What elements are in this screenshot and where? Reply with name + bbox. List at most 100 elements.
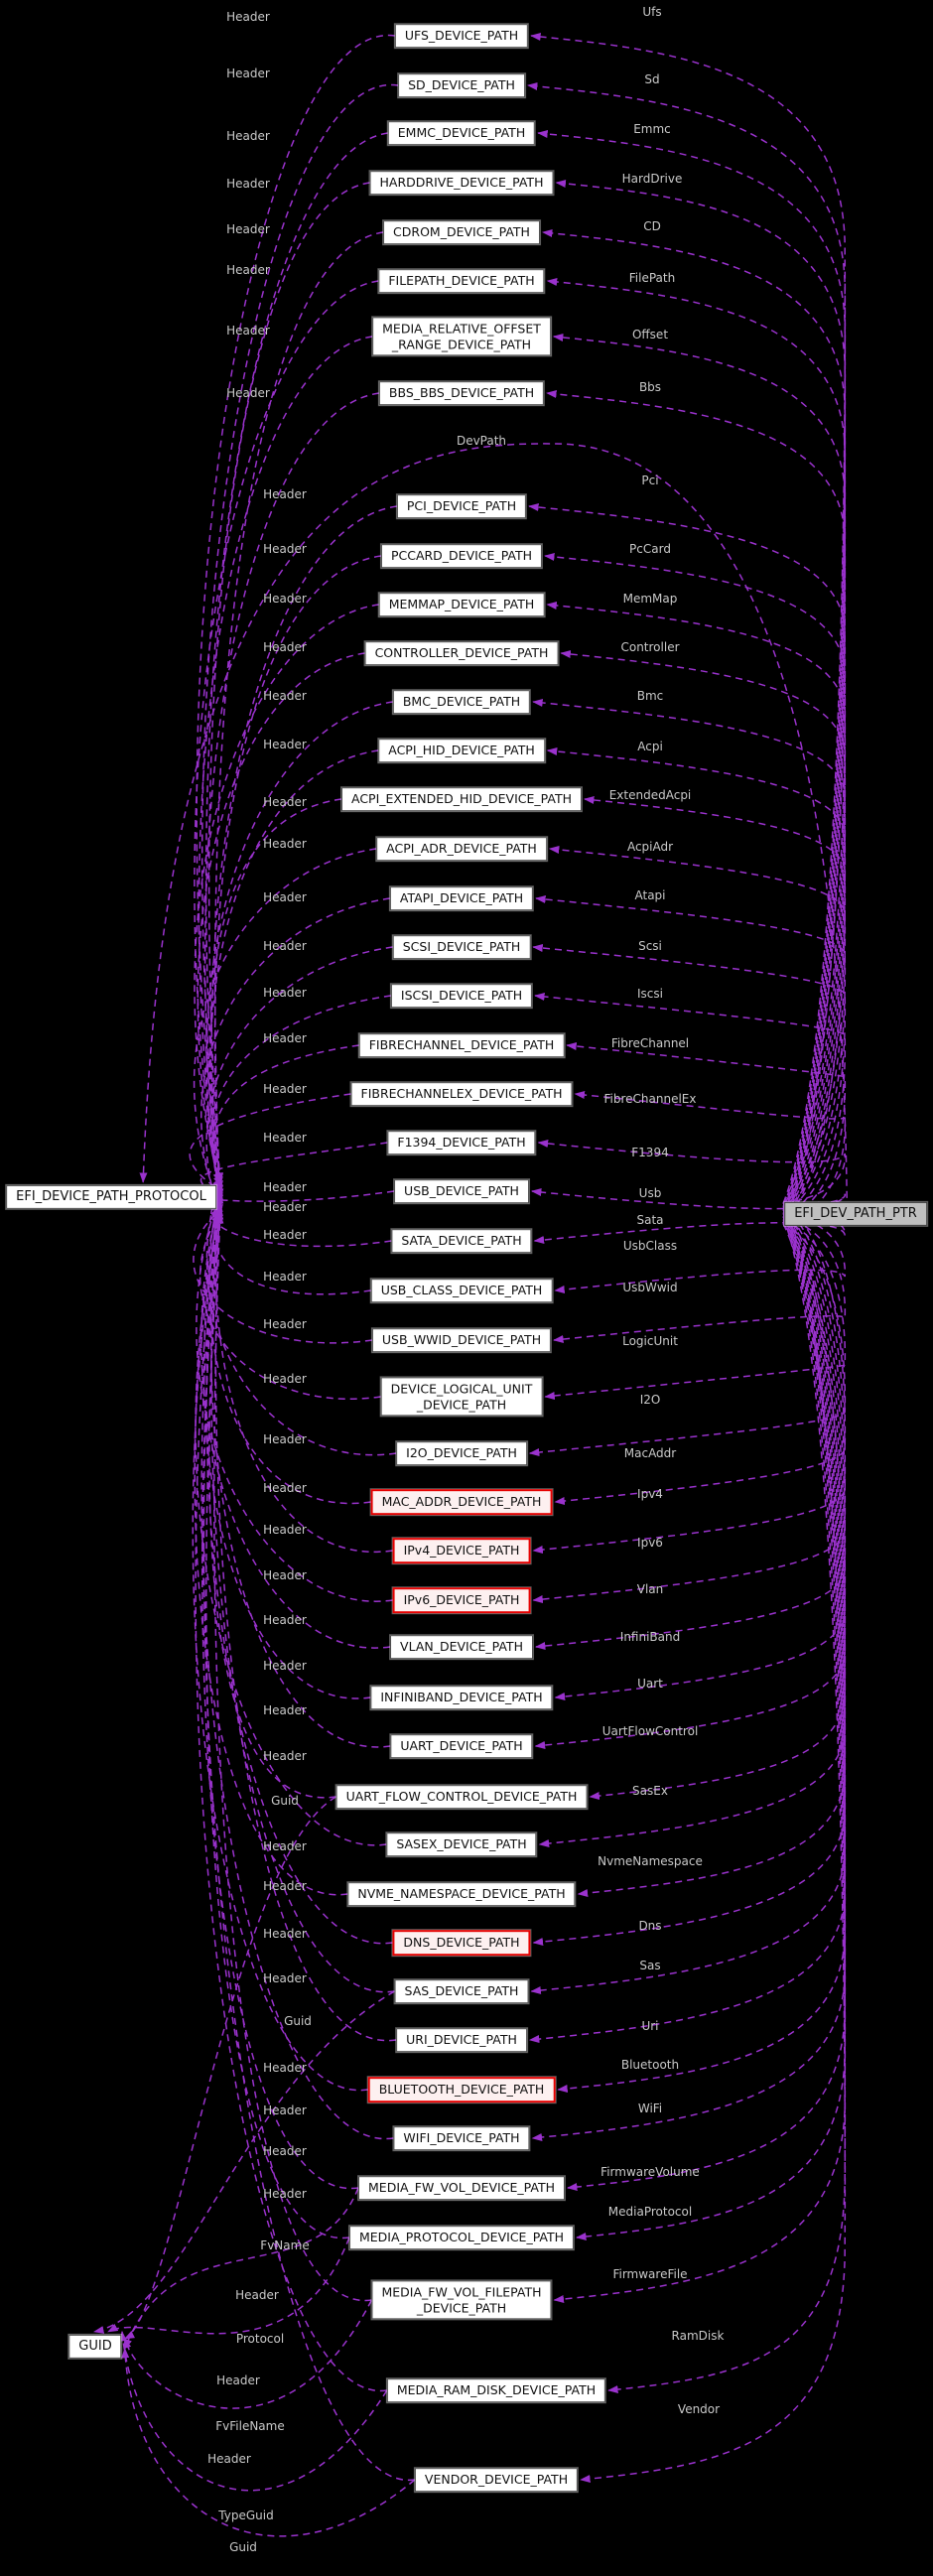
edge-label-fibrechannelex: FibreChannelEx xyxy=(603,1092,697,1106)
edge-label-header: Header xyxy=(226,10,270,24)
node-media-relative-offset-range-device-path[interactable]: MEDIA_RELATIVE_OFFSET _RANGE_DEVICE_PATH xyxy=(372,317,551,356)
edge xyxy=(546,389,847,1204)
edge xyxy=(209,1205,391,1748)
node-acpi-hid-device-path[interactable]: ACPI_HID_DEVICE_PATH xyxy=(378,739,545,762)
node-usb-device-path[interactable]: USB_DEVICE_PATH xyxy=(394,1179,529,1203)
node-ipv6-device-path[interactable]: IPv6_DEVICE_PATH xyxy=(392,1587,531,1613)
node-usb-class-device-path[interactable]: USB_CLASS_DEVICE_PATH xyxy=(370,1279,553,1302)
node-usb-wwid-device-path[interactable]: USB_WWID_DEVICE_PATH xyxy=(371,1328,552,1352)
node-media-ram-disk-device-path[interactable]: MEDIA_RAM_DISK_DEVICE_PATH xyxy=(386,2378,606,2402)
node-memmap-device-path[interactable]: MEMMAP_DEVICE_PATH xyxy=(378,593,545,616)
node-uart-flow-control-device-path[interactable]: UART_FLOW_CONTROL_DEVICE_PATH xyxy=(335,1785,588,1809)
node-device-logical-unit-device-path[interactable]: DEVICE_LOGICAL_UNIT _DEVICE_PATH xyxy=(380,1377,543,1417)
edge-label-sata: Sata xyxy=(636,1213,664,1227)
edge xyxy=(201,1205,359,2190)
edge xyxy=(210,995,391,1183)
edge-label-header: Header xyxy=(226,324,270,338)
node-wifi-device-path[interactable]: WIFI_DEVICE_PATH xyxy=(393,2126,530,2150)
node-harddrive-device-path[interactable]: HARDDRIVE_DEVICE_PATH xyxy=(369,171,554,195)
node-cdrom-device-path[interactable]: CDROM_DEVICE_PATH xyxy=(383,220,540,244)
node-vlan-device-path[interactable]: VLAN_DEVICE_PATH xyxy=(390,1635,533,1659)
edge-label-sas: Sas xyxy=(639,1959,661,1972)
edge-label-nvmenamespace: NvmeNamespace xyxy=(598,1854,703,1868)
edge xyxy=(554,1212,847,1294)
edge-label-header: Header xyxy=(263,1200,307,1214)
node-sas-device-path[interactable]: SAS_DEVICE_PATH xyxy=(394,1979,529,2003)
node-pccard-device-path[interactable]: PCCARD_DEVICE_PATH xyxy=(380,544,543,568)
edge xyxy=(589,1223,847,1801)
node-mac-addr-device-path[interactable]: MAC_ADDR_DEVICE_PATH xyxy=(370,1489,553,1515)
edge xyxy=(200,1201,394,2140)
edge-label-header: Header xyxy=(263,1082,307,1096)
node-sasex-device-path[interactable]: SASEX_DEVICE_PATH xyxy=(386,1832,537,1856)
node-media-fw-vol-device-path[interactable]: MEDIA_FW_VOL_DEVICE_PATH xyxy=(358,2176,565,2200)
node-media-protocol-device-path[interactable]: MEDIA_PROTOCOL_DEVICE_PATH xyxy=(348,2226,575,2249)
edge xyxy=(530,32,847,1204)
edge-label-acpi: Acpi xyxy=(637,740,663,753)
node-efi-dev-path-ptr[interactable]: EFI_DEV_PATH_PTR xyxy=(784,1201,927,1227)
node-bbs-bbs-device-path[interactable]: BBS_BBS_DEVICE_PATH xyxy=(378,381,545,405)
node-pci-device-path[interactable]: PCI_DEVICE_PATH xyxy=(396,494,527,518)
edge-label-header: Header xyxy=(263,1372,307,1386)
node-guid[interactable]: GUID xyxy=(68,2334,122,2360)
edge-label-header: Header xyxy=(226,386,270,400)
edge-label-header: Header xyxy=(263,738,307,751)
edge xyxy=(532,1209,847,1947)
node-iscsi-device-path[interactable]: ISCSI_DEVICE_PATH xyxy=(390,984,533,1008)
edge-label-firmwarefile: FirmwareFile xyxy=(612,2267,688,2281)
edge-label-ufs: Ufs xyxy=(642,5,662,19)
edge xyxy=(537,1139,846,1204)
edge xyxy=(210,1189,395,1993)
edge xyxy=(574,1090,847,1225)
edge xyxy=(195,1213,387,1846)
node-f1394-device-path[interactable]: F1394_DEVICE_PATH xyxy=(387,1131,536,1154)
edge-label-devpath: DevPath xyxy=(456,434,507,448)
node-scsi-device-path[interactable]: SCSI_DEVICE_PATH xyxy=(392,935,531,959)
node-fibrechannelex-device-path[interactable]: FIBRECHANNELEX_DEVICE_PATH xyxy=(350,1082,573,1106)
edge-label-header: Header xyxy=(263,2061,307,2075)
edge-label-harddrive: HardDrive xyxy=(621,172,683,186)
edge-label-header: Header xyxy=(263,2144,307,2158)
node-sata-device-path[interactable]: SATA_DEVICE_PATH xyxy=(391,1229,532,1253)
node-acpi-extended-hid-device-path[interactable]: ACPI_EXTENDED_HID_DEVICE_PATH xyxy=(340,787,583,811)
edge xyxy=(544,1219,847,1401)
edge xyxy=(566,1041,847,1222)
node-bluetooth-device-path[interactable]: BLUETOOTH_DEVICE_PATH xyxy=(367,2077,556,2102)
edge xyxy=(537,129,847,1211)
node-filepath-device-path[interactable]: FILEPATH_DEVICE_PATH xyxy=(378,269,545,293)
edge-label-wifi: WiFi xyxy=(637,2101,663,2115)
edge xyxy=(213,555,382,1183)
node-vendor-device-path[interactable]: VENDOR_DEVICE_PATH xyxy=(414,2468,579,2492)
node-ipv4-device-path[interactable]: IPv4_DEVICE_PATH xyxy=(392,1538,531,1563)
node-uart-device-path[interactable]: UART_DEVICE_PATH xyxy=(390,1734,533,1758)
edge xyxy=(193,848,377,1207)
node-sd-device-path[interactable]: SD_DEVICE_PATH xyxy=(398,73,525,97)
edge-label-pci: Pci xyxy=(641,474,659,487)
node-acpi-adr-device-path[interactable]: ACPI_ADR_DEVICE_PATH xyxy=(376,837,547,861)
edge-label-header: Header xyxy=(207,2452,251,2466)
node-nvme-namespace-device-path[interactable]: NVME_NAMESPACE_DEVICE_PATH xyxy=(347,1882,576,1906)
edge xyxy=(200,83,399,1187)
node-bmc-device-path[interactable]: BMC_DEVICE_PATH xyxy=(392,690,531,714)
edge xyxy=(546,277,847,1221)
edge-label-header: Header xyxy=(226,263,270,277)
node-i2o-device-path[interactable]: I2O_DEVICE_PATH xyxy=(396,1441,527,1465)
edge xyxy=(197,652,365,1191)
node-controller-device-path[interactable]: CONTROLLER_DEVICE_PATH xyxy=(364,641,559,665)
node-emmc-device-path[interactable]: EMMC_DEVICE_PATH xyxy=(387,121,536,145)
node-uri-device-path[interactable]: URI_DEVICE_PATH xyxy=(396,2028,527,2052)
node-dns-device-path[interactable]: DNS_DEVICE_PATH xyxy=(392,1930,531,1956)
node-media-fw-vol-filepath-device-path[interactable]: MEDIA_FW_VOL_FILEPATH _DEVICE_PATH xyxy=(371,2280,552,2320)
edge-label-mediaprotocol: MediaProtocol xyxy=(607,2205,693,2219)
node-ufs-device-path[interactable]: UFS_DEVICE_PATH xyxy=(394,24,529,48)
node-efi-device-path-protocol[interactable]: EFI_DEVICE_PATH_PROTOCOL xyxy=(6,1184,216,1210)
edge-label-f1394: F1394 xyxy=(631,1146,669,1159)
node-atapi-device-path[interactable]: ATAPI_DEVICE_PATH xyxy=(389,886,534,910)
node-fibrechannel-device-path[interactable]: FIBRECHANNEL_DEVICE_PATH xyxy=(358,1033,565,1057)
edge-label-uri: Uri xyxy=(641,2019,659,2033)
edge-label-macaddr: MacAddr xyxy=(623,1446,677,1460)
node-infiniband-device-path[interactable]: INFINIBAND_DEVICE_PATH xyxy=(370,1686,553,1709)
edge-label-iscsi: Iscsi xyxy=(637,987,663,1001)
